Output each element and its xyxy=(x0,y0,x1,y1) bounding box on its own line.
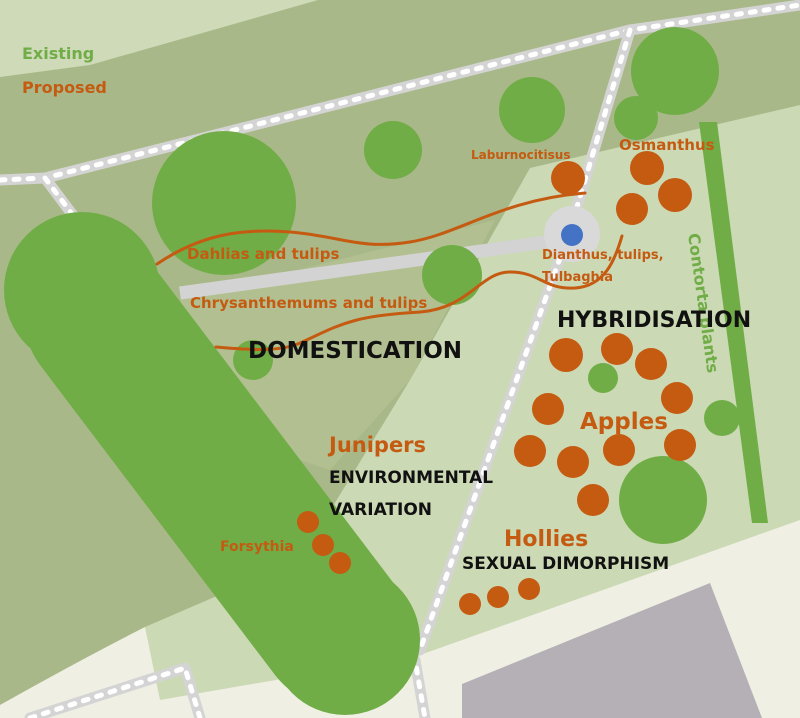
label-dahlias: Dahlias and tulips xyxy=(187,245,339,263)
label-dianthus-1: Dianthus, tulips, xyxy=(542,248,664,263)
label-laburnocitisus: Laburnocitisus xyxy=(471,148,571,162)
theme-domestication: DOMESTICATION xyxy=(248,338,462,364)
legend-proposed: Proposed xyxy=(22,78,107,97)
label-junipers: Junipers xyxy=(327,433,426,457)
building xyxy=(462,583,762,718)
label-osmanthus: Osmanthus xyxy=(619,136,715,154)
theme-hybridisation: HYBRIDISATION xyxy=(557,308,751,333)
label-apples: Apples xyxy=(580,409,668,435)
label-forsythia: Forsythia xyxy=(220,539,294,555)
label-hollies: Hollies xyxy=(504,527,588,552)
existing-trees xyxy=(4,27,768,715)
theme-environmental-2: VARIATION xyxy=(329,500,432,520)
label-chrysanthemums: Chrysanthemums and tulips xyxy=(190,294,427,312)
theme-environmental-1: ENVIRONMENTAL xyxy=(329,468,493,488)
proposed-plantings xyxy=(297,151,696,615)
light-lawn-top xyxy=(0,0,318,77)
fountain-icon xyxy=(561,224,583,246)
label-dianthus-2: Tulbaghia xyxy=(542,270,613,285)
legend-existing: Existing xyxy=(22,44,94,63)
planting-beds xyxy=(155,191,624,351)
theme-sexual-dimorphism: SEXUAL DIMORPHISM xyxy=(462,554,669,574)
